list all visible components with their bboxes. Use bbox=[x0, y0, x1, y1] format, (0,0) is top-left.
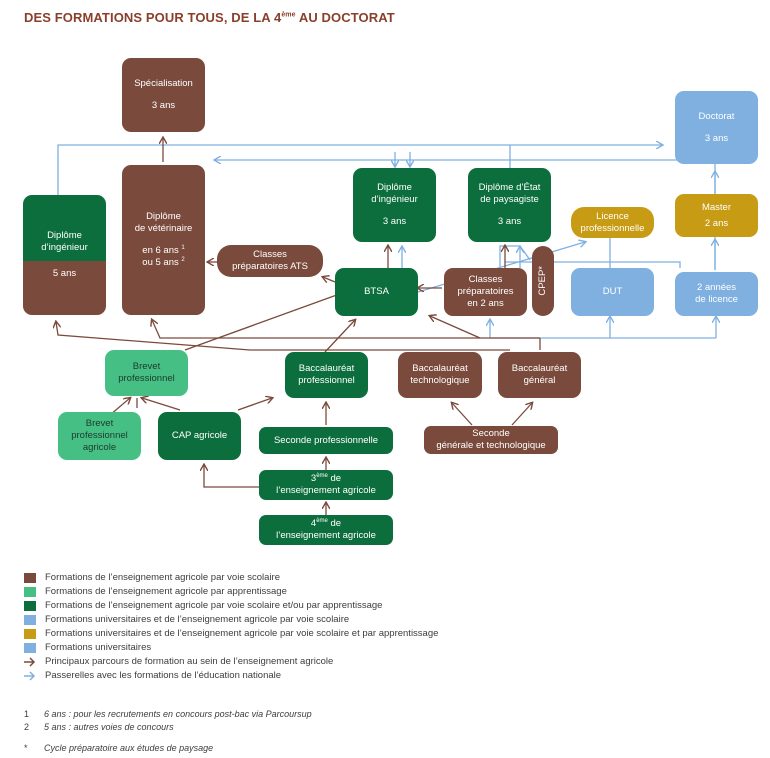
legend-swatch bbox=[24, 643, 36, 653]
footnote: *Cycle préparatoire aux études de paysag… bbox=[24, 743, 214, 753]
blue-connector bbox=[499, 245, 531, 268]
node-bac-general: Baccalauréat général bbox=[498, 352, 581, 398]
node-bac-professionnel: Baccalauréat professionnel bbox=[285, 352, 368, 398]
legend-item: Formations de l’enseignement agricole pa… bbox=[24, 599, 438, 613]
node-cap-agricole: CAP agricole bbox=[158, 412, 241, 460]
brown-connector bbox=[204, 465, 262, 488]
brown-connector bbox=[511, 403, 532, 426]
node-diplome-veterinaire: Diplôme de vétérinaire en 6 ans 1 ou 5 a… bbox=[122, 165, 205, 315]
node-troisieme-agricole: 3ème de l’enseignement agricole bbox=[259, 470, 393, 500]
legend-item: Formations universitaires et de l’enseig… bbox=[24, 627, 438, 641]
node-licence-2ans: 2 années de licence bbox=[675, 272, 758, 316]
legend-swatch bbox=[24, 629, 36, 639]
legend-item: Passerelles avec les formations de l’édu… bbox=[24, 669, 438, 683]
brown-connector bbox=[430, 316, 481, 339]
legend-item: Formations de l’enseignement agricole pa… bbox=[24, 571, 438, 585]
brown-connector bbox=[56, 322, 510, 351]
legend-item: Formations universitaires et de l’enseig… bbox=[24, 613, 438, 627]
legend-swatch bbox=[24, 587, 36, 597]
node-quatrieme-agricole: 4ème de l’enseignement agricole bbox=[259, 515, 393, 545]
brown-connector bbox=[323, 277, 336, 282]
brown-connector bbox=[452, 403, 473, 426]
blue-connector bbox=[57, 145, 662, 195]
legend-item: Principaux parcours de formation au sein… bbox=[24, 655, 438, 669]
node-btsa: BTSA bbox=[335, 268, 418, 316]
legend-swatch bbox=[24, 573, 36, 583]
arrow-right-icon bbox=[24, 657, 36, 667]
brown-connector bbox=[184, 292, 345, 351]
node-seconde-professionnelle: Seconde professionnelle bbox=[259, 427, 393, 454]
node-licence-professionnelle: Licence professionnelle bbox=[571, 207, 654, 238]
node-seconde-generale-technologique: Seconde générale et technologique bbox=[424, 426, 558, 454]
brown-connector bbox=[152, 320, 540, 339]
blue-connector bbox=[505, 261, 681, 268]
brown-connector bbox=[142, 398, 181, 411]
node-cpep: CPEP* bbox=[532, 246, 554, 316]
node-brevet-professionnel: Brevet professionnel bbox=[105, 350, 188, 396]
legend: Formations de l’enseignement agricole pa… bbox=[24, 571, 438, 683]
page-title: DES FORMATIONS POUR TOUS, DE LA 4ème AU … bbox=[24, 10, 395, 25]
node-brevet-professionnel-agricole: Brevet professionnel agricole bbox=[58, 412, 141, 460]
node-classes-ats: Classes préparatoires ATS bbox=[217, 245, 323, 277]
arrow-right-icon bbox=[24, 671, 36, 681]
brown-connector bbox=[324, 320, 355, 353]
legend-item: Formations universitaires bbox=[24, 641, 438, 655]
node-bac-technologique: Baccalauréat technologique bbox=[398, 352, 482, 398]
node-classes-preparatoires: Classes préparatoires en 2 ans bbox=[444, 268, 527, 316]
legend-item: Formations de l’enseignement agricole pa… bbox=[24, 585, 438, 599]
legend-swatch bbox=[24, 615, 36, 625]
legend-swatch bbox=[24, 601, 36, 611]
node-dut: DUT bbox=[571, 268, 654, 316]
brown-connector bbox=[237, 398, 272, 411]
